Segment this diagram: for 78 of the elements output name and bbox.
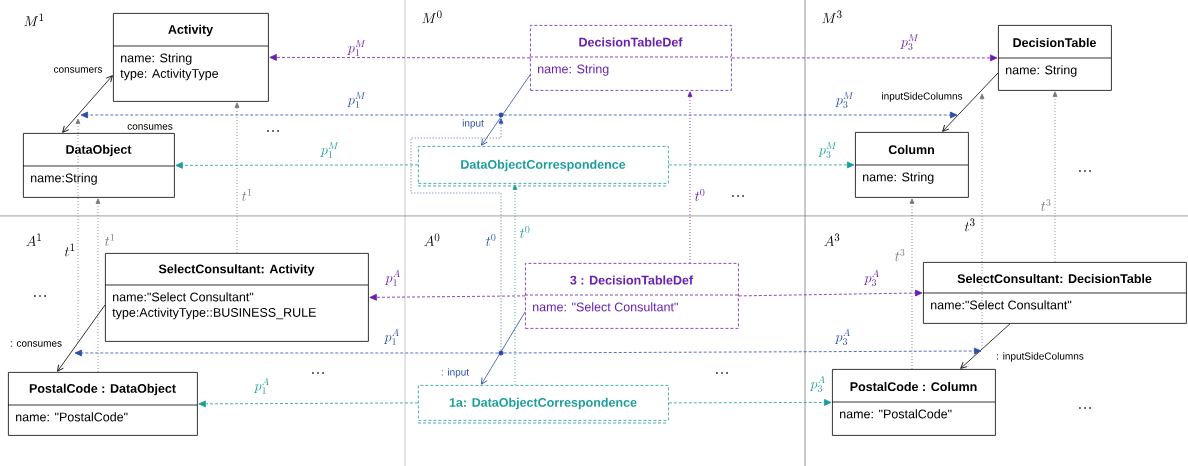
mapping-arrow — [668, 161, 855, 169]
edge-label: $p_3^A$ — [863, 269, 881, 287]
association-arrow — [481, 74, 531, 146]
region-label: $A^1$ — [24, 233, 44, 247]
mapping-arrow — [175, 162, 419, 169]
edge-label: $t^1$ — [103, 233, 117, 247]
typing-arrow — [95, 198, 101, 373]
association-arrow — [942, 72, 999, 132]
ellipsis: … — [31, 294, 49, 298]
ellipsis: … — [264, 129, 282, 133]
class-box: DecisionTable name: String — [997, 25, 1112, 91]
object-box: SelectConsultant: Activity name:"Select Consultant" type:ActivityType::BUSINESS_RULE — [104, 253, 369, 342]
typing-arrow — [909, 198, 915, 370]
edge-label: inputSideColumns — [880, 91, 964, 103]
object-box: 1a: DataObjectCorrespondence — [417, 385, 669, 424]
class-box: DecisionTableDef name: String — [529, 25, 732, 91]
ellipsis: … — [729, 194, 747, 198]
object-box: SelectConsultant: DecisionTable name:"Select Consultant" — [922, 262, 1187, 324]
edge-label: $p_3^M$ — [818, 141, 838, 159]
mapping-arrow — [503, 347, 982, 355]
mapping-arrow — [369, 293, 526, 301]
role-label: consumes — [126, 123, 174, 131]
object-box: PostalCode : DataObject name: "PostalCode" — [7, 372, 198, 436]
association-arrow — [57, 304, 106, 372]
region-label: $A^3$ — [822, 233, 842, 247]
typing-label: $t^1$ — [63, 243, 77, 257]
typing-arrow — [512, 184, 518, 386]
typing-arrow — [234, 102, 240, 254]
typing-label: $t^3$ — [963, 218, 977, 232]
mapping-arrow — [503, 111, 958, 119]
edge-label: $p_3^A$ — [809, 375, 827, 393]
edge-label: $p_1^A$ — [253, 377, 271, 395]
class-box: Activity name: String type: ActivityType — [112, 13, 269, 102]
mapping-arrow — [198, 400, 419, 408]
edge-label: $p_1^M$ — [347, 91, 367, 109]
edge-label: consumers — [52, 66, 104, 74]
ellipsis: … — [309, 371, 327, 375]
region-label: $A^0$ — [422, 233, 442, 247]
edge-label: : input — [440, 367, 470, 379]
class-box: Column name: String — [854, 132, 969, 198]
ellipsis: … — [1076, 169, 1094, 173]
object-box: PostalCode : Column name: "PostalCode" — [831, 369, 996, 436]
association-arrow — [960, 323, 1011, 369]
edge-label: $t^3$ — [893, 248, 907, 262]
ellipsis: … — [713, 371, 731, 375]
typing-arrow — [687, 91, 693, 264]
edge-label: $t^0$ — [484, 233, 498, 247]
mapping-arrow — [668, 399, 832, 406]
edge-label: $p_1^A$ — [383, 328, 401, 346]
region-label: $M^1$ — [22, 13, 46, 27]
edge-label: $p_1^A$ — [384, 269, 402, 287]
ellipsis: … — [1076, 406, 1094, 410]
class-box: DataObject name:String — [22, 133, 175, 198]
edge-label: input — [461, 118, 485, 130]
edge-label: $p_3^M$ — [835, 91, 855, 109]
typing-arrow — [410, 118, 504, 351]
mapping-arrow — [269, 54, 531, 61]
mapping-arrow — [738, 289, 923, 297]
edge-label: $t^3$ — [1039, 198, 1053, 212]
mapping-arrow — [80, 111, 499, 119]
region-label: $M^3$ — [820, 10, 844, 24]
edge-label: : inputSideColumns — [995, 351, 1085, 363]
mapping-arrow — [731, 54, 998, 62]
edge-label: $t^0$ — [518, 225, 532, 239]
edge-label: : consumes — [9, 340, 63, 348]
edge-label: $p_1^M$ — [320, 141, 340, 159]
association-arrow — [62, 75, 113, 133]
class-box: DataObjectCorrespondence — [417, 146, 669, 187]
object-box: 3 : DecisionTableDef name: "Select Consultant" — [524, 263, 739, 329]
edge-label: $t^0$ — [693, 188, 707, 202]
edge-label: $p_3^M$ — [900, 33, 920, 51]
region-label: $M^0$ — [420, 10, 444, 24]
edge-label: $p_3^A$ — [834, 328, 852, 346]
typing-arrow — [1052, 91, 1058, 263]
association-arrow — [481, 311, 526, 385]
mapping-arrow — [74, 349, 499, 357]
edge-label: $p_1^M$ — [347, 39, 367, 57]
edge-label: $t^1$ — [240, 188, 254, 202]
